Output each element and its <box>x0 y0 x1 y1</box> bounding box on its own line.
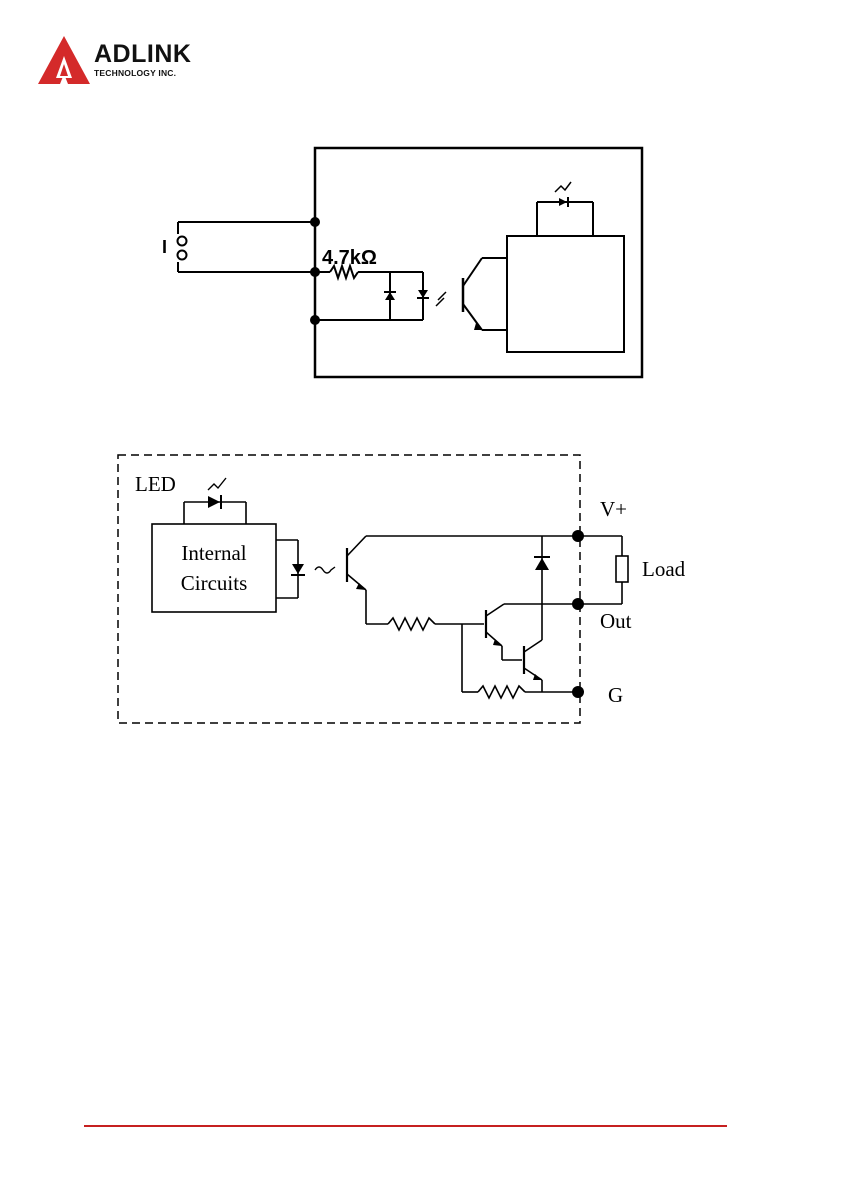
input-label: I <box>162 237 167 257</box>
resistor-label: 4.7kΩ <box>322 247 377 269</box>
circuits-label: Circuits <box>181 571 248 595</box>
brand-name: ADLINK <box>94 40 191 69</box>
adlink-logo: ADLINK TECHNOLOGY INC. <box>36 34 216 90</box>
ground-label: G <box>608 683 623 707</box>
out-label: Out <box>600 609 632 633</box>
internal-label: Internal <box>181 541 246 565</box>
adlink-triangle-icon <box>36 34 92 86</box>
brand-subtitle: TECHNOLOGY INC. <box>94 68 176 78</box>
vplus-label: V+ <box>600 497 627 521</box>
output-circuit-diagram: LED Internal Circuits V+ Load Out G <box>110 450 730 730</box>
footer-rule <box>84 1125 727 1127</box>
led-label: LED <box>135 472 176 496</box>
load-label: Load <box>642 557 686 581</box>
input-circuit-diagram: I 4.7kΩ <box>150 140 660 390</box>
